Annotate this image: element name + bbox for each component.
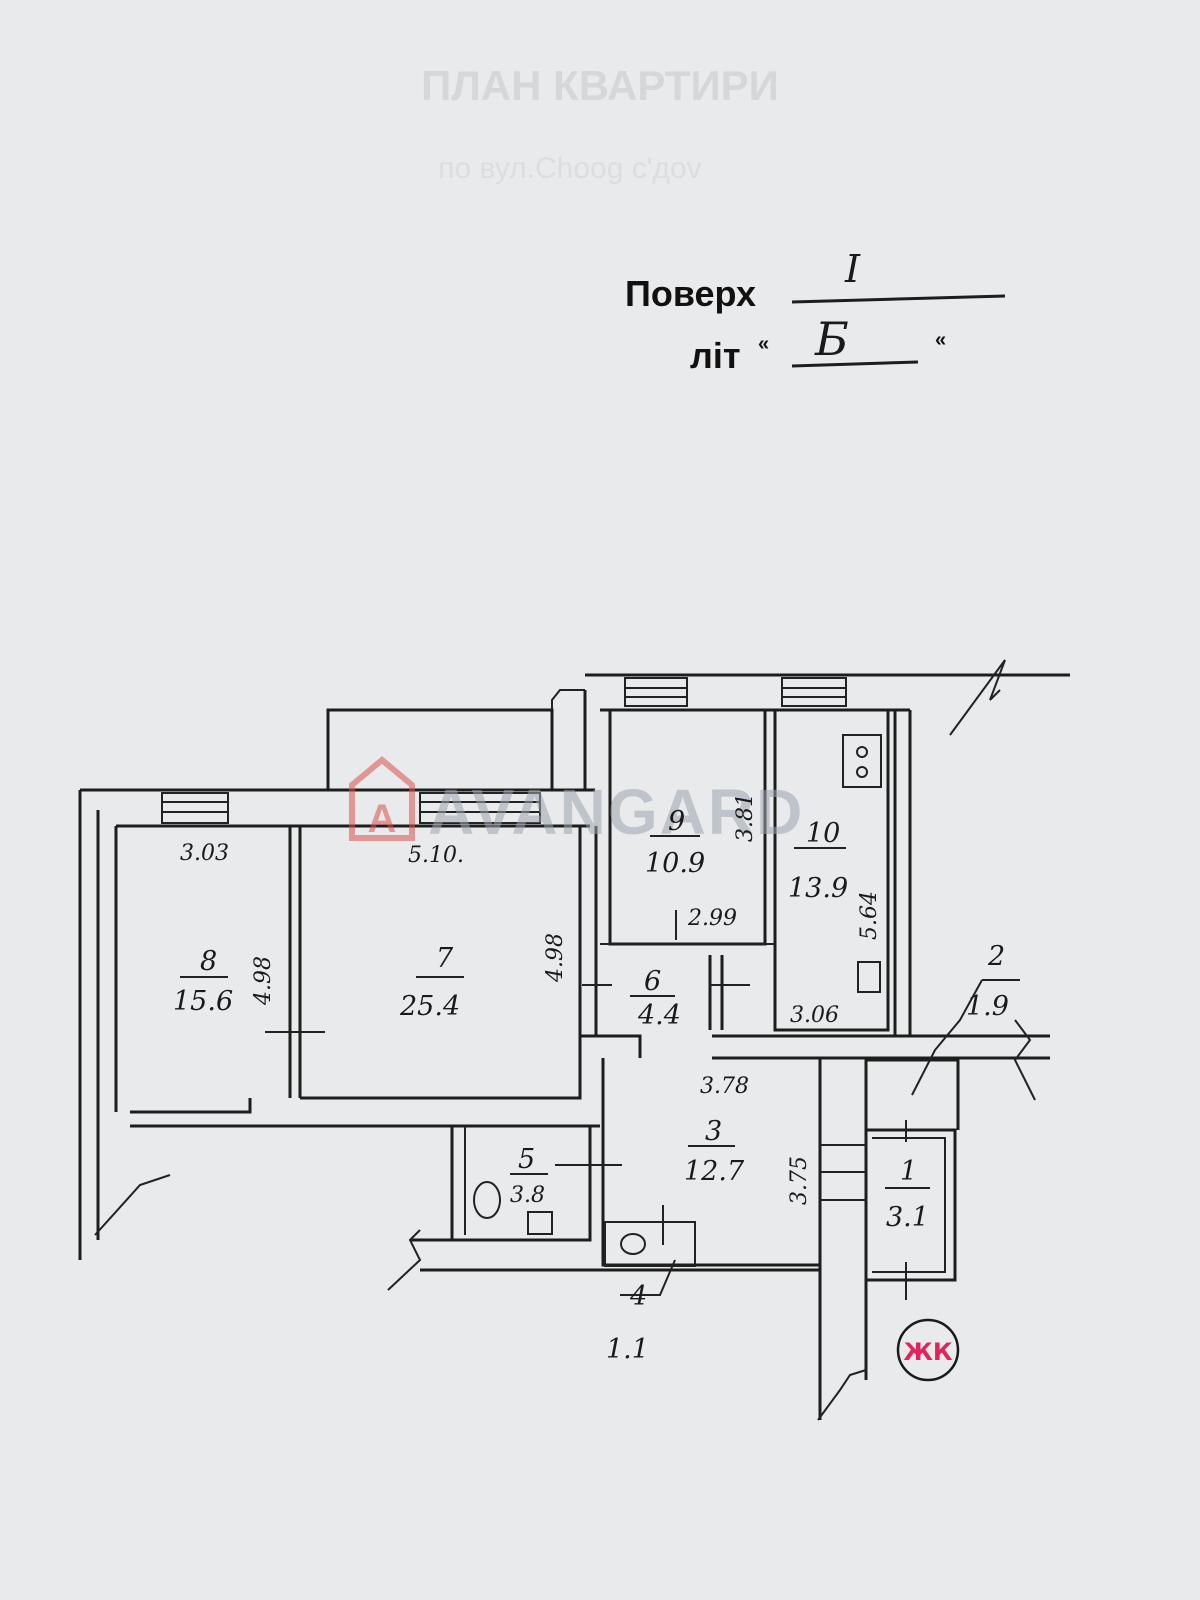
- walls: [78, 659, 1070, 1421]
- room-10-number: 10: [806, 818, 840, 849]
- window-room-7: [419, 792, 541, 824]
- room-7-area: 25.4: [399, 991, 460, 1022]
- floor-header: Поверх I літ « Б «: [625, 247, 1006, 376]
- dim-room8-height: 4.98: [251, 956, 276, 1006]
- watermark-logo-icon: [349, 756, 415, 841]
- wall-upper-annex: [326, 708, 554, 790]
- room-10-area: 13.9: [788, 873, 848, 904]
- wall-bottom-step: [130, 1098, 252, 1114]
- stamp-text: ЖК: [904, 1338, 953, 1366]
- floor-underline: [791, 294, 1006, 304]
- watermark-text: AVANGARD: [428, 776, 804, 848]
- room-3-area: 12.7: [684, 1156, 745, 1187]
- dim-room10-width: 3.06: [790, 1003, 839, 1028]
- wall-room1: [866, 1128, 957, 1282]
- floor-label: Поверх: [625, 273, 756, 314]
- room-2-number: 2: [987, 941, 1005, 972]
- sink-icon: [857, 961, 881, 993]
- dimension-labels: 3.03 4.98 5.10. 4.98 2.99 3.81 3.06 5.64…: [180, 793, 882, 1205]
- dim-room9-height: 3.81: [733, 793, 758, 842]
- room-6-area: 4.4: [637, 1000, 681, 1031]
- dim-room10-height: 5.64: [857, 891, 882, 940]
- dim-room3-height: 3.75: [787, 1156, 812, 1205]
- svg-text:A: A: [368, 797, 397, 841]
- room-8-area: 15.6: [173, 986, 233, 1017]
- dim-room3-width: 3.78: [700, 1074, 749, 1099]
- stamp-circle: [896, 1318, 960, 1382]
- lit-quote-close: «: [935, 329, 946, 351]
- dim-room8-width: 3.03: [180, 841, 229, 866]
- room-1-number: 1: [900, 1156, 917, 1187]
- window-room-10: [781, 677, 847, 707]
- faded-subtitle: по вул.Сhoog c'дov: [438, 152, 701, 185]
- bath-icon: [604, 1221, 696, 1267]
- room-2-area: 1.9: [966, 991, 1009, 1022]
- stove-icon: [842, 734, 882, 788]
- entrance-stamp: ЖК: [896, 1318, 960, 1382]
- wall-room2: [866, 1058, 960, 1130]
- dim-room7-width: 5.10.: [408, 843, 464, 868]
- wall-room5: [450, 1126, 592, 1242]
- lit-underline: [791, 360, 919, 368]
- room-9-number: 9: [668, 806, 685, 837]
- room-4-area: 1.1: [606, 1334, 649, 1365]
- room-1-area: 3.1: [886, 1202, 929, 1233]
- floor-value: I: [844, 247, 861, 291]
- dim-room9-width: 2.99: [687, 906, 737, 931]
- window-room-8: [161, 792, 229, 824]
- room-7-number: 7: [436, 943, 454, 974]
- dim-room7-height: 4.98: [543, 933, 568, 983]
- room-labels: 8 15.6 7 25.4 9 10.9 10 13.9 6 4.4 3 12.…: [173, 806, 1009, 1365]
- room-3-number: 3: [705, 1116, 722, 1147]
- faded-title: ПЛАН КВАРТИРИ: [421, 62, 779, 109]
- wall-room7-bottom: [300, 1036, 582, 1100]
- room-5-area: 3.8: [510, 1183, 545, 1208]
- watermark: A AVANGARD: [349, 756, 804, 848]
- room-9-area: 10.9: [645, 848, 705, 879]
- lit-label: літ: [690, 335, 741, 376]
- room-5-number: 5: [518, 1144, 535, 1175]
- room-6-number: 6: [644, 966, 661, 997]
- room-4-number: 4: [629, 1281, 647, 1312]
- wall-room3: [601, 1058, 820, 1267]
- lit-quote-open: «: [758, 333, 769, 355]
- wall-room10: [773, 710, 890, 1032]
- wall-annex-step: [551, 689, 585, 710]
- room-8-number: 8: [200, 946, 217, 977]
- toilet-icon: [473, 1181, 501, 1219]
- window-room-9: [624, 677, 688, 707]
- lit-value: Б: [814, 312, 849, 366]
